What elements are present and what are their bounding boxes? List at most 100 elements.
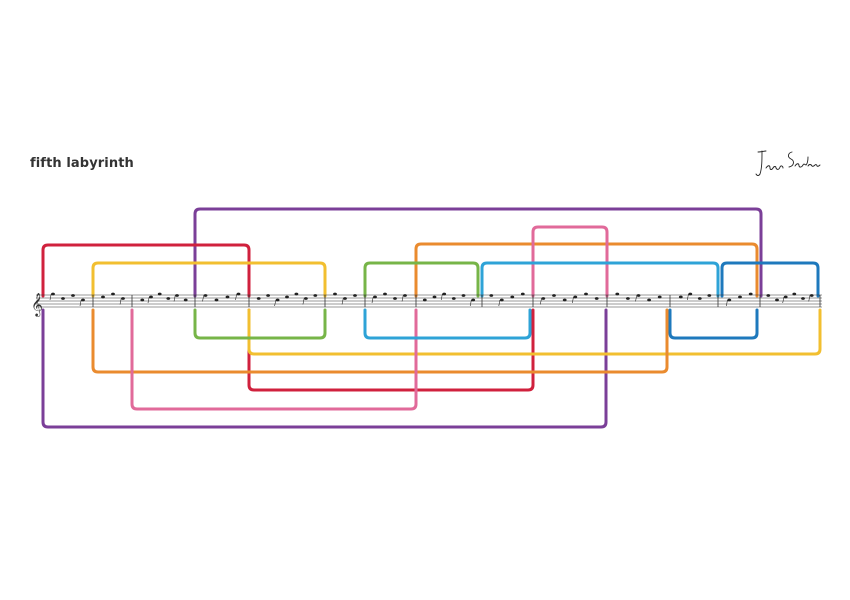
note-head [422, 298, 427, 302]
grace-stem [274, 299, 277, 307]
note-head [471, 298, 476, 302]
page-title: fifth labyrinth [30, 156, 134, 171]
note-head [738, 295, 742, 299]
grace-stem [49, 293, 52, 301]
note-head [383, 292, 387, 296]
grace-stem [469, 299, 472, 307]
note-head [520, 292, 525, 296]
note-head [175, 294, 179, 297]
note-head [393, 297, 397, 300]
path-purple [41, 207, 763, 429]
note-head [333, 292, 337, 296]
note-head [657, 295, 662, 299]
note-head [71, 294, 75, 297]
note-head [766, 294, 771, 297]
note-head [313, 294, 318, 297]
grace-stem [498, 299, 501, 307]
note-head [183, 298, 188, 302]
grace-stem [401, 295, 404, 302]
note-head [636, 294, 641, 297]
path-pink [130, 225, 609, 411]
note-head [688, 292, 693, 296]
note-head [51, 292, 55, 296]
note-head [157, 292, 162, 296]
grace-stem [726, 299, 728, 307]
note-head [149, 295, 153, 299]
barlines [92, 295, 821, 307]
note-head [373, 295, 377, 299]
path-green [193, 261, 480, 340]
grace-stem [808, 295, 811, 302]
grace-stem [147, 296, 150, 304]
note-head [166, 297, 171, 300]
note-head [343, 297, 347, 300]
note-head [203, 294, 208, 297]
note-head [615, 292, 620, 296]
note-head [775, 298, 779, 302]
note-head [783, 295, 788, 299]
grace-stem [79, 299, 82, 307]
note-head [111, 292, 115, 296]
note-head [101, 295, 105, 299]
note-head [792, 292, 797, 296]
note-head [727, 298, 732, 302]
note-head [451, 297, 456, 300]
grace-stem [302, 298, 305, 305]
grace-stem [173, 295, 176, 302]
grace-stem [635, 295, 637, 302]
grace-stem [202, 295, 204, 302]
note-head [626, 297, 630, 300]
note-head [214, 298, 219, 302]
note-head [510, 295, 515, 299]
note-head [403, 294, 407, 297]
music-staff [36, 294, 822, 308]
composer-signature [755, 150, 821, 176]
note-head [432, 295, 437, 299]
labyrinth-paths [41, 207, 822, 429]
note-head [461, 294, 466, 297]
note-head [225, 295, 230, 299]
note-head [541, 297, 546, 300]
note-head [61, 297, 65, 300]
note-head [275, 298, 280, 302]
note-head [442, 292, 447, 296]
path-light-blue [363, 261, 720, 340]
note-head [594, 297, 599, 300]
note-head [809, 294, 814, 297]
note-heads [49, 292, 814, 307]
note-head [236, 292, 241, 296]
grace-stem [687, 293, 689, 301]
grace-stem [371, 296, 374, 304]
note-head [294, 292, 299, 296]
note-head [256, 297, 261, 300]
note-head [801, 297, 805, 300]
note-head [304, 297, 308, 300]
note-head [707, 294, 712, 297]
note-head [647, 298, 651, 302]
note-head [140, 298, 145, 302]
grace-stem [572, 296, 574, 304]
note-head [285, 295, 289, 299]
note-head [499, 298, 504, 302]
note-head [353, 294, 357, 297]
treble-clef-icon: 𝄞 [31, 292, 43, 317]
note-head [266, 294, 270, 297]
note-head [678, 295, 683, 299]
grace-stem [540, 298, 542, 305]
note-head [562, 298, 567, 302]
note-head [748, 292, 753, 296]
grace-stem [440, 293, 443, 301]
note-head [584, 292, 588, 296]
grace-stem [782, 296, 785, 304]
note-head [552, 294, 556, 297]
path-red [41, 243, 535, 392]
grace-stem [341, 298, 344, 305]
note-head [121, 297, 125, 300]
grace-stem [235, 293, 237, 301]
note-head [81, 298, 85, 302]
path-yellow [91, 261, 822, 356]
note-head [489, 294, 494, 297]
path-blue [668, 261, 820, 340]
note-head [697, 297, 702, 300]
note-head [573, 295, 578, 299]
